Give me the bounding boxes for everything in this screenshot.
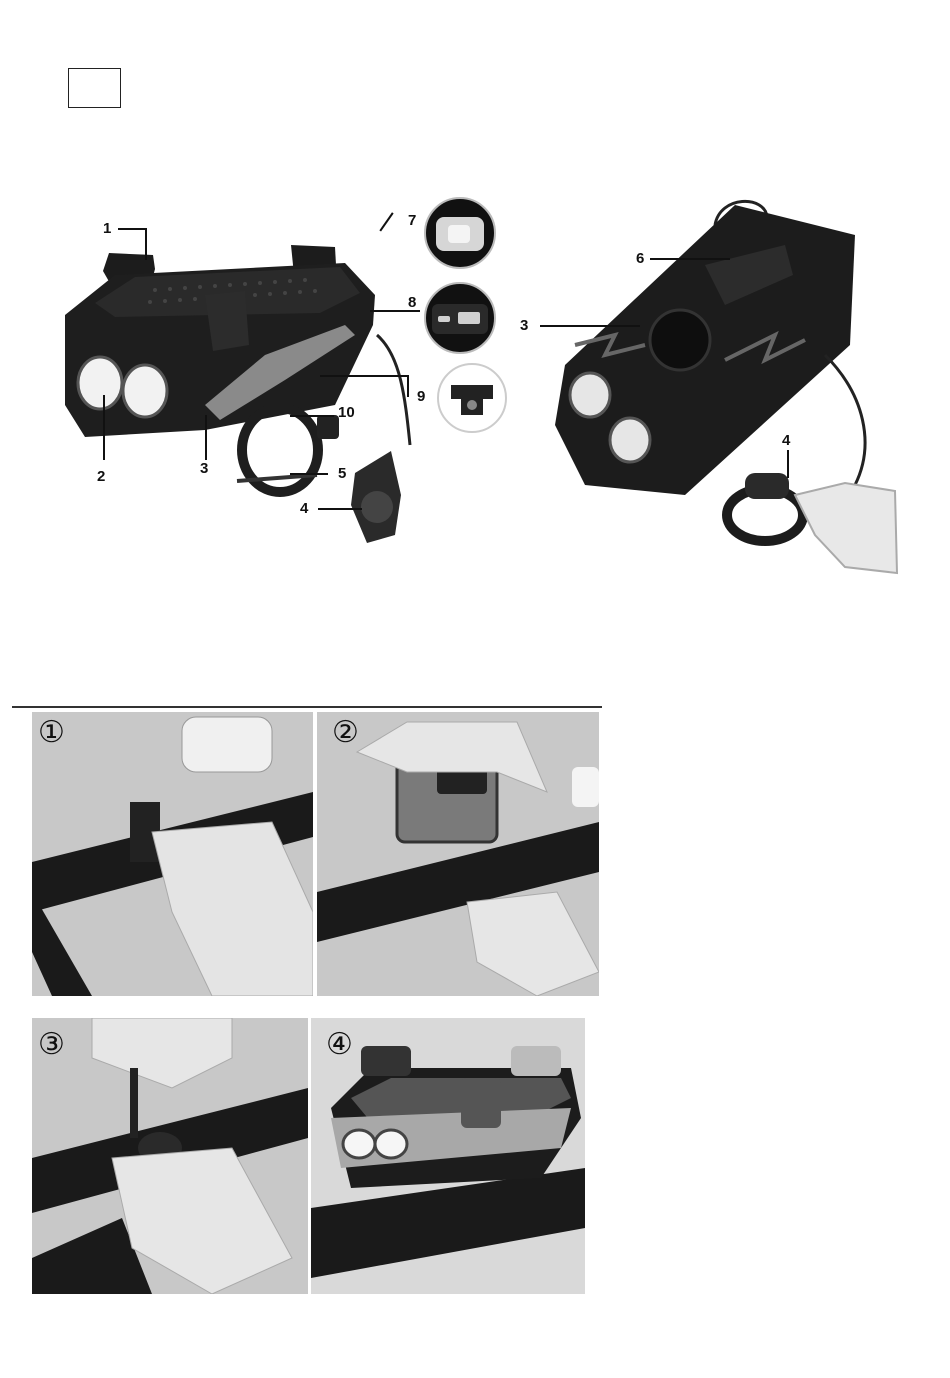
- step-1-number: ①: [38, 718, 65, 748]
- callout-3-right: 3: [520, 317, 528, 334]
- leader-3: [205, 415, 207, 460]
- mount-knob: [317, 415, 339, 439]
- step-3-number: ③: [38, 1030, 65, 1060]
- step-4-number: ④: [326, 1030, 353, 1060]
- leader-4: [318, 508, 362, 510]
- callout-4-right: 4: [782, 432, 790, 449]
- rear-view-light-2: [610, 418, 650, 462]
- leader-2: [103, 395, 105, 460]
- remote-cable: [377, 335, 410, 445]
- leader-6: [650, 258, 730, 260]
- callout-8: 8: [408, 294, 416, 311]
- leader-1v: [145, 228, 147, 260]
- step-3-photo: [32, 1018, 308, 1294]
- callout-1: 1: [103, 220, 111, 237]
- leader-10: [290, 415, 334, 417]
- horn-speaker: [650, 310, 710, 370]
- remote-right: [745, 473, 789, 499]
- callout-7: 7: [408, 212, 416, 229]
- section-divider: [12, 706, 602, 708]
- callout-2: 2: [97, 468, 105, 485]
- callout-3: 3: [200, 460, 208, 477]
- inset-indicator: [424, 197, 496, 269]
- callout-6: 6: [636, 250, 644, 267]
- leader-5: [290, 473, 328, 475]
- hand-pressing: [795, 483, 897, 573]
- inset-mount: [437, 363, 507, 433]
- leader-9: [320, 375, 408, 377]
- leader-1: [118, 228, 146, 230]
- leader-9v: [407, 375, 409, 397]
- inset-ports: [424, 282, 496, 354]
- rear-view-light-1: [570, 373, 610, 417]
- callout-10: 10: [338, 404, 355, 421]
- step-2-number: ②: [332, 718, 359, 748]
- headlight-right: [123, 365, 167, 417]
- step-2-photo: [317, 712, 599, 996]
- callout-4: 4: [300, 500, 308, 517]
- callout-5: 5: [338, 465, 346, 482]
- label-box: [68, 68, 121, 108]
- headlight-left: [78, 357, 122, 409]
- callout-9: 9: [417, 388, 425, 405]
- leader-4-right: [787, 450, 789, 478]
- step-1-photo: [32, 712, 313, 996]
- device-right-illustration: [545, 195, 905, 575]
- leader-3-right: [540, 325, 640, 327]
- remote-button: [361, 491, 393, 523]
